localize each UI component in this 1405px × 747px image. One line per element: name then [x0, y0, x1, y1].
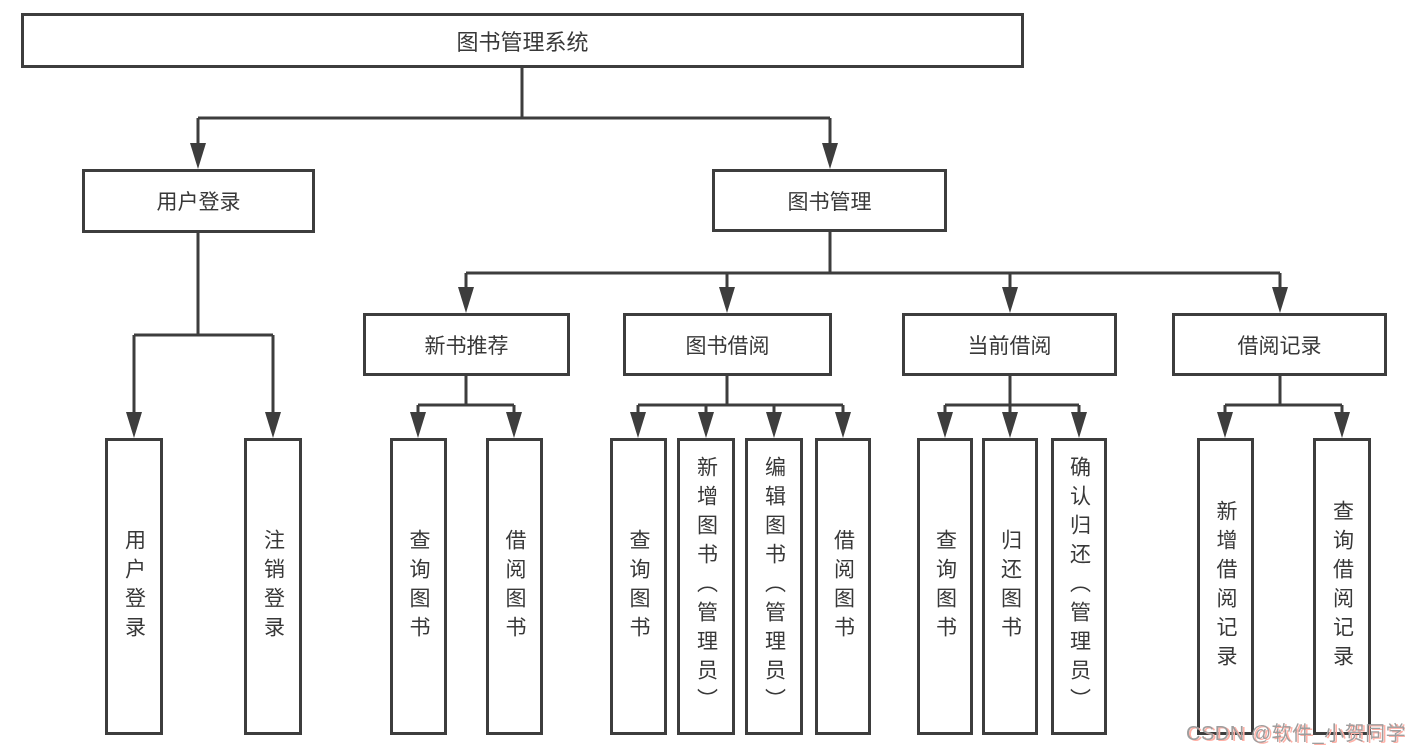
node-new-book-recommendation: 新书推荐 — [363, 313, 570, 376]
node-leaf-query-books-recommend: 查询图书 — [390, 438, 447, 735]
node-label: 用户登录 — [156, 191, 241, 214]
node-label: 新增借阅记录 — [1214, 499, 1237, 674]
node-label: 编辑图书（管理员） — [762, 456, 786, 717]
node-label: 图书管理 — [787, 190, 872, 214]
node-label: 查询图书 — [933, 528, 957, 645]
node-label: 用户登录 — [122, 528, 146, 645]
node-leaf-add-book-admin: 新增图书（管理员） — [677, 438, 735, 735]
node-user-login: 用户登录 — [82, 169, 315, 233]
node-label: 确认归还（管理员） — [1067, 456, 1091, 717]
watermark: CSDN @软件_小贺同学 — [1186, 723, 1405, 745]
node-current-borrowing: 当前借阅 — [902, 313, 1117, 376]
node-label: 图书管理系统 — [456, 29, 589, 55]
node-label: 查询借阅记录 — [1330, 499, 1354, 674]
node-leaf-query-books-borrowing: 查询图书 — [610, 438, 667, 735]
node-leaf-return-book: 归还图书 — [982, 438, 1038, 735]
node-leaf-borrow-books-recommend: 借阅图书 — [486, 438, 543, 735]
node-book-management: 图书管理 — [712, 169, 947, 232]
node-label: 借阅图书 — [503, 528, 526, 645]
node-leaf-add-borrow-record: 新增借阅记录 — [1197, 438, 1254, 735]
node-leaf-query-books-current: 查询图书 — [917, 438, 973, 735]
node-label: 查询图书 — [407, 528, 430, 645]
node-leaf-edit-book-admin: 编辑图书（管理员） — [745, 438, 803, 735]
node-label: 查询图书 — [627, 528, 650, 645]
node-leaf-query-borrow-record: 查询借阅记录 — [1313, 438, 1371, 735]
node-label: 借阅记录 — [1237, 334, 1322, 358]
arrowheads — [126, 143, 1350, 438]
node-label: 新书推荐 — [424, 334, 509, 358]
node-leaf-user-login: 用户登录 — [105, 438, 163, 735]
node-leaf-borrow-books: 借阅图书 — [815, 438, 871, 735]
node-book-borrowing: 图书借阅 — [623, 313, 832, 376]
node-library-management-system: 图书管理系统 — [21, 13, 1024, 68]
node-label: 图书借阅 — [685, 334, 770, 358]
node-label: 归还图书 — [998, 528, 1022, 645]
node-leaf-confirm-return-admin: 确认归还（管理员） — [1051, 438, 1107, 735]
node-leaf-logout: 注销登录 — [244, 438, 302, 735]
node-borrowing-records: 借阅记录 — [1172, 313, 1387, 376]
node-label: 新增图书（管理员） — [694, 456, 718, 717]
node-label: 借阅图书 — [831, 528, 855, 645]
node-label: 注销登录 — [261, 528, 285, 645]
node-label: 当前借阅 — [967, 334, 1052, 358]
